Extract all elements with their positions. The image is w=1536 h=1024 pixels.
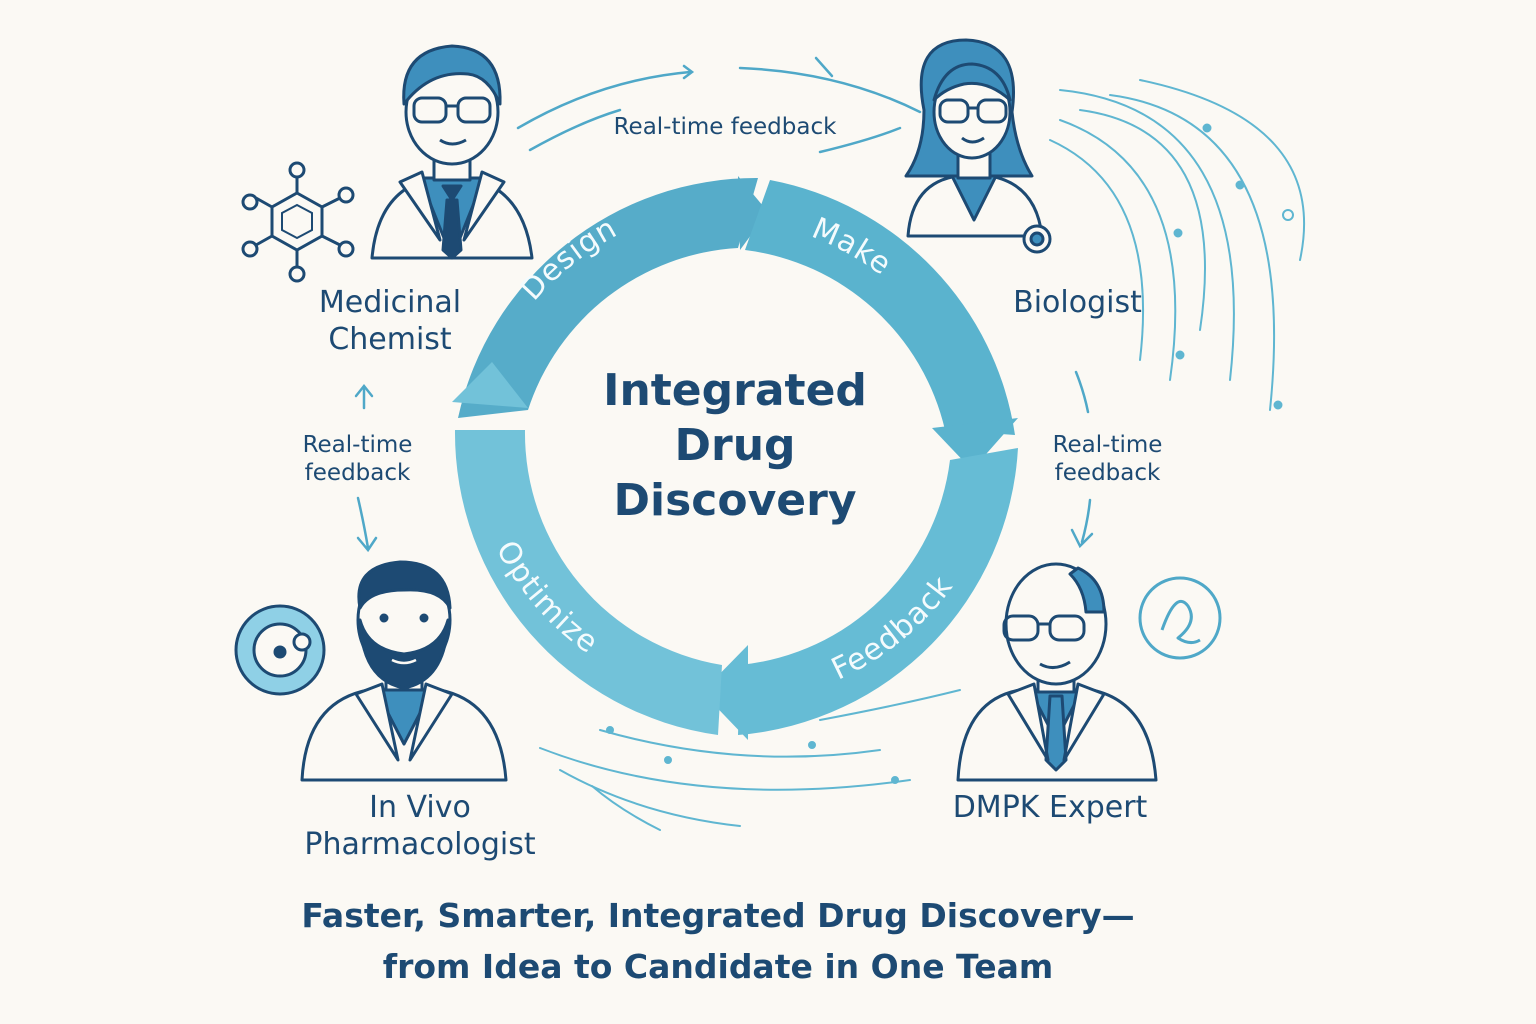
role-line: Chemist [328, 321, 452, 357]
molecule-icon [241, 161, 355, 283]
feedback-line: Real-time feedback [613, 114, 837, 140]
ring-segment-feedback [738, 448, 1018, 735]
role-label-in-vivo-pharmacologist: In Vivo Pharmacologist [280, 790, 560, 863]
ring-arrowhead-make [932, 418, 1018, 470]
pharmacologist-avatar [234, 560, 508, 782]
role-line: Pharmacologist [304, 826, 536, 862]
dmpk-expert-avatar [956, 562, 1222, 782]
feedback-arc-top [516, 56, 922, 154]
tagline-line: Faster, Smarter, Integrated Drug Discove… [301, 896, 1135, 935]
biologist-avatar [904, 38, 1052, 254]
center-title-line: Discovery [613, 475, 857, 526]
feedback-line: Real-time [302, 432, 413, 458]
role-label-biologist: Biologist [990, 285, 1165, 322]
decorative-swoosh-bottom [539, 689, 961, 831]
role-label-medicinal-chemist: Medicinal Chemist [300, 285, 480, 358]
feedback-line: feedback [304, 460, 411, 487]
ring-arrowhead-design [738, 176, 768, 250]
tagline-line: from Idea to Candidate in One Team [382, 947, 1054, 987]
ring-arrowhead-optimize [452, 362, 528, 408]
center-title-line: Drug [674, 420, 796, 471]
ring-arrowhead-feedback [702, 645, 748, 740]
role-line: DMPK Expert [952, 790, 1148, 825]
feedback-label-left: Real-time feedback [275, 431, 440, 487]
center-title: Integrated Drug Discovery [555, 363, 915, 528]
ring-segment-make [745, 180, 1015, 435]
tagline: Faster, Smarter, Integrated Drug Discove… [168, 890, 1268, 992]
center-title-line: Integrated [603, 365, 867, 416]
feedback-line: feedback [1054, 460, 1161, 487]
feedback-arrow-left [354, 383, 378, 553]
ring-segment-design [458, 177, 758, 418]
cycle-ring [452, 176, 1018, 740]
medicinal-chemist-avatar [370, 44, 534, 260]
feedback-line: Real-time [1052, 432, 1163, 458]
role-line: Biologist [1013, 285, 1142, 320]
feedback-arrow-right [1070, 370, 1094, 549]
role-line: In Vivo [369, 790, 471, 825]
decorative-swoosh-right [1049, 79, 1305, 411]
role-line: Medicinal [318, 285, 462, 320]
feedback-label-top: Real-time feedback [580, 113, 870, 141]
feedback-label-right: Real-time feedback [1025, 431, 1190, 487]
ring-segment-optimize [454, 430, 722, 735]
role-label-dmpk-expert: DMPK Expert [925, 790, 1175, 827]
